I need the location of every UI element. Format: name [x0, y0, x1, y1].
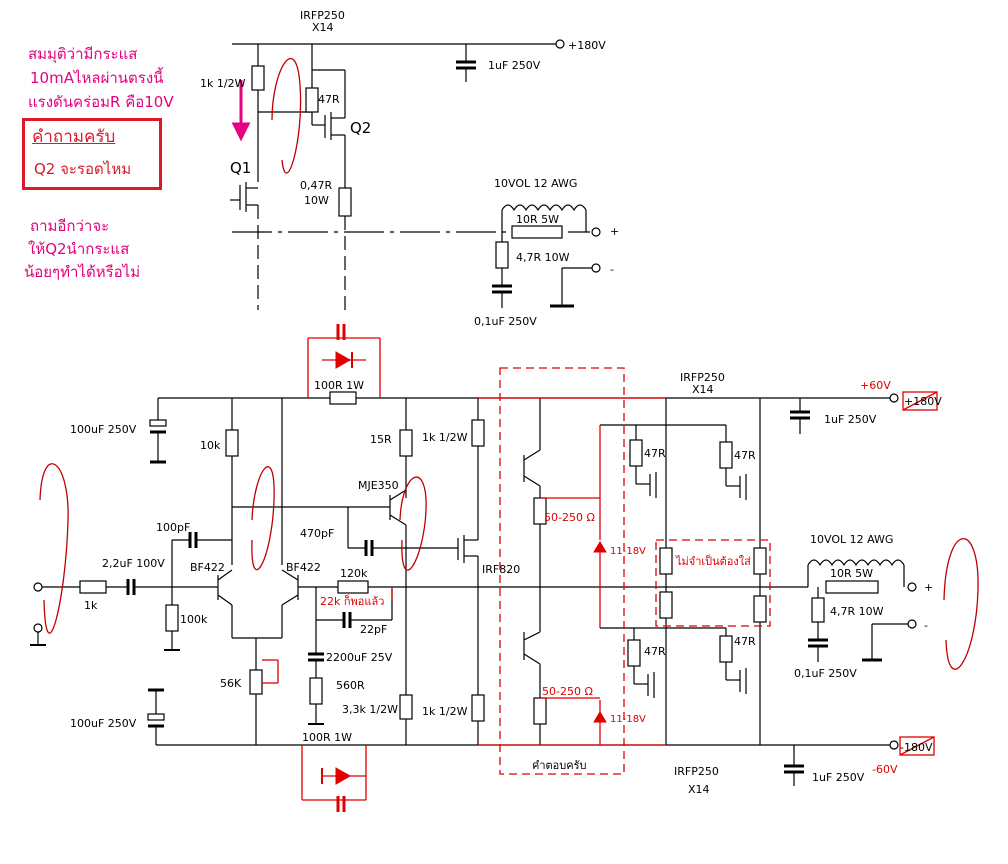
label-answer: คำตอบครับ: [532, 759, 587, 772]
label-r50-250-b: 50-250 Ω: [542, 685, 593, 698]
label-not-needed: ไม่จำเป็นต้องใส่: [675, 554, 751, 568]
label-r33k: 3,3k 1/2W: [342, 703, 398, 716]
label-v180: +180V: [568, 39, 606, 52]
label-bf422b: BF422: [286, 561, 321, 574]
label-q1: Q1: [230, 159, 251, 177]
label-r47r10w: 4,7R 10W: [830, 605, 884, 618]
label-r100r-top: 100R 1W: [314, 379, 364, 392]
label-x14-bot: X14: [688, 783, 710, 796]
label-r15r: 15R: [370, 433, 392, 446]
label-c01: 0,1uF 250V: [474, 315, 537, 328]
label-r10k: 10k: [200, 439, 221, 452]
label-irfp: IRFP250: [300, 9, 345, 22]
ask-line-2: ให้Q2นำกระแส: [28, 240, 130, 258]
note-line-2: 10mAไหลผ่านตรงนี้: [30, 69, 164, 87]
label-r1k: 1k 1/2W: [200, 77, 246, 90]
label-r10r5w: 10R 5W: [830, 567, 873, 580]
label-r1k-a: 1k 1/2W: [422, 431, 468, 444]
label-r560: 560R: [336, 679, 365, 692]
label-q2: Q2: [350, 119, 371, 137]
label-c100p: 100pF: [156, 521, 190, 534]
label-r47-4: 47R: [734, 635, 756, 648]
label-x14: X14: [312, 21, 334, 34]
label-p180: +180V: [904, 395, 942, 408]
label-plus: +: [924, 581, 933, 594]
ask-line-3: น้อยๆทำได้หรือไม่: [24, 263, 141, 281]
label-c01u: 0,1uF 250V: [794, 667, 857, 680]
label-c22p: 22pF: [360, 623, 387, 636]
label-plus: +: [610, 225, 619, 238]
label-c100u-top: 100uF 250V: [70, 423, 137, 436]
label-c100u-bot: 100uF 250V: [70, 717, 137, 730]
label-p60: +60V: [860, 379, 891, 392]
label-w10: 10W: [304, 194, 329, 207]
label-cap: 1uF 250V: [488, 59, 541, 72]
label-r1k-b: 1k 1/2W: [422, 705, 468, 718]
question-box: [22, 118, 162, 190]
label-z1118-a: 11-18V: [610, 546, 646, 557]
note-line-1: สมมุติว่ามีกระแส: [28, 45, 138, 63]
ask-line-1: ถามอีกว่าจะ: [30, 217, 110, 235]
note-line-3: แรงดันคร่อมR คือ10V: [28, 93, 174, 111]
label-coil2: 10VOL 12 AWG: [810, 533, 893, 546]
label-c1u-top: 1uF 250V: [824, 413, 877, 426]
label-c470: 470pF: [300, 527, 334, 540]
label-r047: 0,47R: [300, 179, 332, 192]
label-irfp-bot: IRFP250: [674, 765, 719, 778]
label-irfp-top: IRFP250: [680, 371, 725, 384]
label-r1k-in: 1k: [84, 599, 98, 612]
label-mje: MJE350: [358, 479, 399, 492]
label-r47-3: 47R: [644, 645, 666, 658]
label-p56k: 56K: [220, 677, 242, 690]
label-c22u: 2,2uF 100V: [102, 557, 165, 570]
label-m180: -180V: [900, 741, 933, 754]
label-irf820: IRF820: [482, 563, 520, 576]
label-r47: 47R: [318, 93, 340, 106]
label-z1118-b: 11-18V: [610, 714, 646, 725]
label-r22k-note: 22k ก็พอแล้ว: [320, 594, 384, 608]
label-coil: 10VOL 12 AWG: [494, 177, 577, 190]
label-minus: -: [610, 263, 614, 276]
label-c1u-bot: 1uF 250V: [812, 771, 865, 784]
label-r47-2: 47R: [734, 449, 756, 462]
label-r10r: 10R 5W: [516, 213, 559, 226]
label-x14-top: X14: [692, 383, 714, 396]
label-bf422a: BF422: [190, 561, 225, 574]
label-c2200: 2200uF 25V: [326, 651, 393, 664]
label-r120k: 120k: [340, 567, 368, 580]
label-r100k: 100k: [180, 613, 208, 626]
question-title: คำถามครับ: [32, 127, 116, 147]
label-r47r10: 4,7R 10W: [516, 251, 570, 264]
label-r47-1: 47R: [644, 447, 666, 460]
label-minus: -: [924, 619, 928, 632]
label-r50-250-a: 50-250 Ω: [544, 511, 595, 524]
label-r100r-bot: 100R 1W: [302, 731, 352, 744]
question-text: Q2 จะรอดไหม: [34, 160, 132, 178]
label-m60: -60V: [872, 763, 898, 776]
